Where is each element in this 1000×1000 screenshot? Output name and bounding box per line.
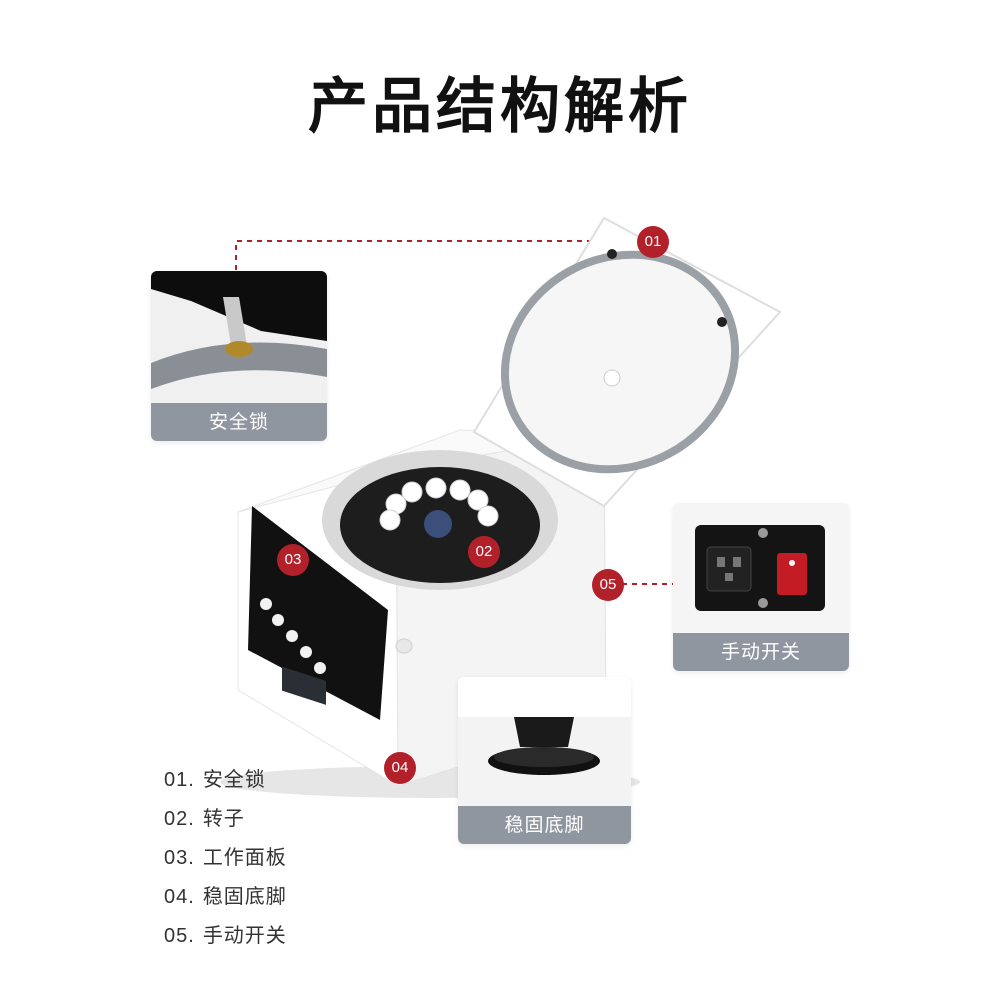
marker-04: 04 (384, 752, 416, 784)
panel-buttons (260, 598, 326, 674)
rotor-hub (424, 510, 452, 538)
callout-caption-lock: 安全锁 (151, 403, 327, 441)
legend-item: 02.转子 (164, 806, 245, 830)
lid-gasket (500, 250, 740, 474)
legend-item: 01.安全锁 (164, 767, 266, 791)
safety-lock-photo (151, 271, 327, 403)
legend-item: 04.稳固底脚 (164, 884, 287, 908)
callout-stable-feet: 稳固底脚 (458, 677, 631, 844)
callout-caption-feet: 稳固底脚 (458, 806, 631, 844)
legend-list: 01.安全锁 02.转子 03.工作面板 04.稳固底脚 05.手动开关 (164, 760, 287, 955)
callout-manual-switch: 手动开关 (673, 503, 849, 671)
rotor-tubes (379, 477, 499, 531)
lid-center-hole (603, 369, 621, 387)
legend-item: 05.手动开关 (164, 923, 287, 947)
legend-item: 03.工作面板 (164, 845, 287, 869)
marker-03: 03 (277, 544, 309, 576)
lcd-display (282, 666, 326, 705)
marker-02: 02 (468, 536, 500, 568)
callout-safety-lock: 安全锁 (151, 271, 327, 441)
callout-caption-switch: 手动开关 (673, 633, 849, 671)
marker-05: 05 (592, 569, 624, 601)
marker-01: 01 (637, 226, 669, 258)
page-title: 产品结构解析 (308, 72, 692, 142)
feet-photo (458, 677, 631, 806)
switch-photo (673, 503, 849, 633)
